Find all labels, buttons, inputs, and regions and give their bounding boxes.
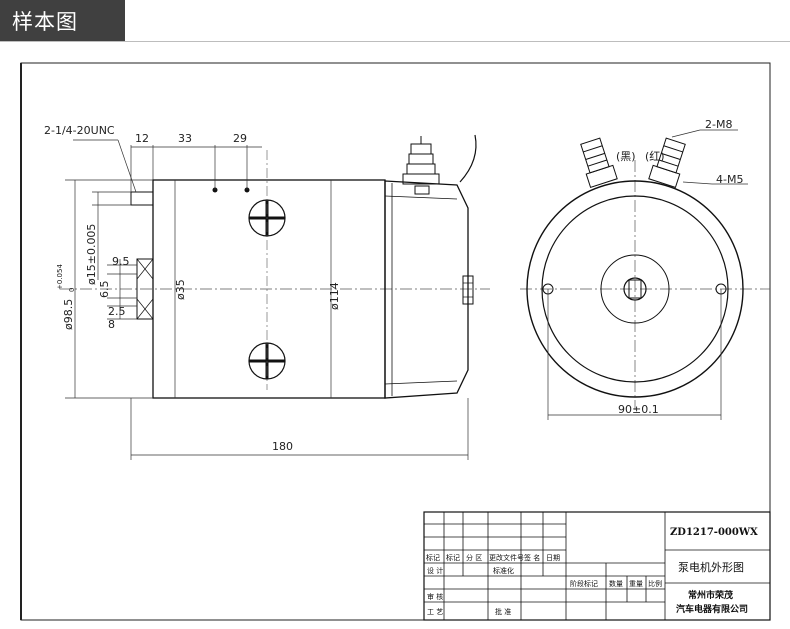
motor-end-cap — [384, 180, 469, 399]
end-view-inner — [541, 195, 729, 383]
dim-9-5: 9.5 — [112, 255, 130, 268]
dim-180: 180 — [272, 440, 293, 453]
top-terminal — [402, 136, 440, 195]
dim-114: ø114 — [328, 282, 341, 310]
header-tab: 样本图 — [0, 0, 125, 42]
tb-check: 审 核 — [427, 592, 443, 601]
tb-header-5: 日期 — [546, 554, 560, 562]
tb-header-3: 更改文件号 — [489, 553, 524, 562]
tb-design: 设 计 — [427, 566, 443, 575]
note-m8: 2-M8 — [705, 118, 732, 131]
tb-company-2: 汽车电器有限公司 — [676, 603, 748, 615]
dim-body-tol-sub: 0 — [68, 288, 76, 292]
header-divider — [0, 41, 790, 42]
tb-drawing-name: 泵电机外形图 — [678, 560, 744, 574]
terminal-black — [580, 137, 618, 189]
tb-drawing-no: ZD1217-000WX — [670, 527, 758, 538]
tb-header-4: 签 名 — [524, 553, 540, 562]
tb-stage-mark: 阶段标记 — [570, 579, 598, 588]
dim-2-5: 2.5 — [108, 305, 126, 318]
tb-process: 工 艺 — [427, 608, 443, 616]
tb-company-1: 常州市荣茂 — [688, 589, 733, 601]
dim-body-diameter: ø98.5 — [62, 299, 75, 330]
tb-weight: 重量 — [629, 580, 643, 588]
tb-scale: 比例 — [648, 579, 662, 588]
dim-90: 90±0.1 — [618, 403, 659, 416]
tb-header-1: 标记 — [446, 553, 460, 562]
title-block — [423, 511, 771, 621]
dim-6-5: 6.5 — [98, 281, 111, 299]
terminal-red — [648, 137, 686, 189]
dim-12: 12 — [135, 132, 149, 145]
end-view-outer — [526, 180, 744, 398]
tb-quantity: 数量 — [609, 579, 623, 588]
end-view-hub — [600, 254, 670, 324]
page-title: 样本图 — [12, 10, 78, 34]
dim-35: ø35 — [174, 279, 187, 300]
tb-approve: 批 准 — [495, 607, 511, 616]
tb-standardize: 标准化 — [493, 566, 514, 575]
shaft — [130, 191, 154, 206]
note-m5: 4-M5 — [716, 173, 743, 186]
label-black: (黑) — [616, 150, 636, 163]
dim-29: 29 — [233, 132, 247, 145]
sheet-border — [20, 62, 771, 621]
tb-header-2: 分 区 — [466, 553, 482, 562]
label-red: (红) — [645, 150, 665, 163]
tb-header-0: 标记 — [426, 553, 440, 562]
dim-shaft-diameter: ø15±0.005 — [85, 224, 98, 285]
dim-body-tol-sup: +0.054 — [56, 264, 64, 290]
thread-note: 2-1/4-20UNC — [44, 124, 115, 137]
dim-8: 8 — [108, 318, 115, 331]
dim-33: 33 — [178, 132, 192, 145]
